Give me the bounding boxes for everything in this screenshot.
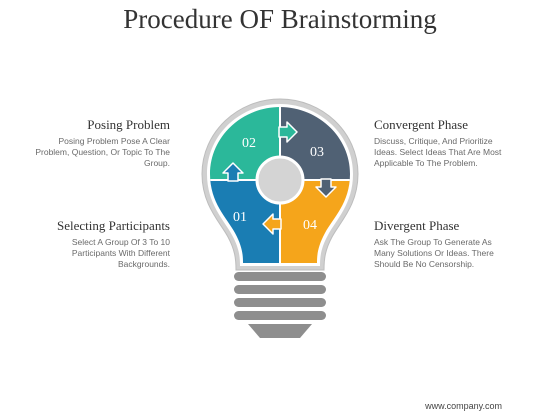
arrow-down-icon [315, 178, 337, 198]
selecting-participants-heading: Selecting Participants [56, 218, 170, 233]
posing-problem-description: Posing Problem Pose A Clear Problem, Que… [35, 136, 170, 168]
step-number-02: 02 [242, 136, 256, 151]
arrow-left-icon [262, 213, 282, 235]
footer-url: www.company.com [425, 401, 502, 411]
convergent-phase-description: Discuss, Critique, And Prioritize Ideas.… [374, 136, 502, 168]
step-number-01: 01 [233, 210, 247, 225]
center-circle [255, 155, 305, 205]
step-number-03: 03 [310, 145, 324, 160]
posing-problem-heading: Posing Problem [87, 117, 170, 132]
arrow-right-icon [278, 121, 298, 143]
divergent-phase-heading: Divergent Phase [374, 218, 460, 233]
selecting-participants-description: Select A Group Of 3 To 10 Participants W… [71, 237, 170, 269]
page-title: Procedure OF Brainstorming [123, 4, 437, 34]
divergent-phase-description: Ask The Group To Generate As Many Soluti… [374, 237, 494, 269]
arrow-up-icon [222, 162, 244, 182]
step-number-04: 04 [303, 218, 317, 233]
convergent-phase-heading: Convergent Phase [374, 117, 468, 132]
bulb-base [234, 272, 326, 338]
